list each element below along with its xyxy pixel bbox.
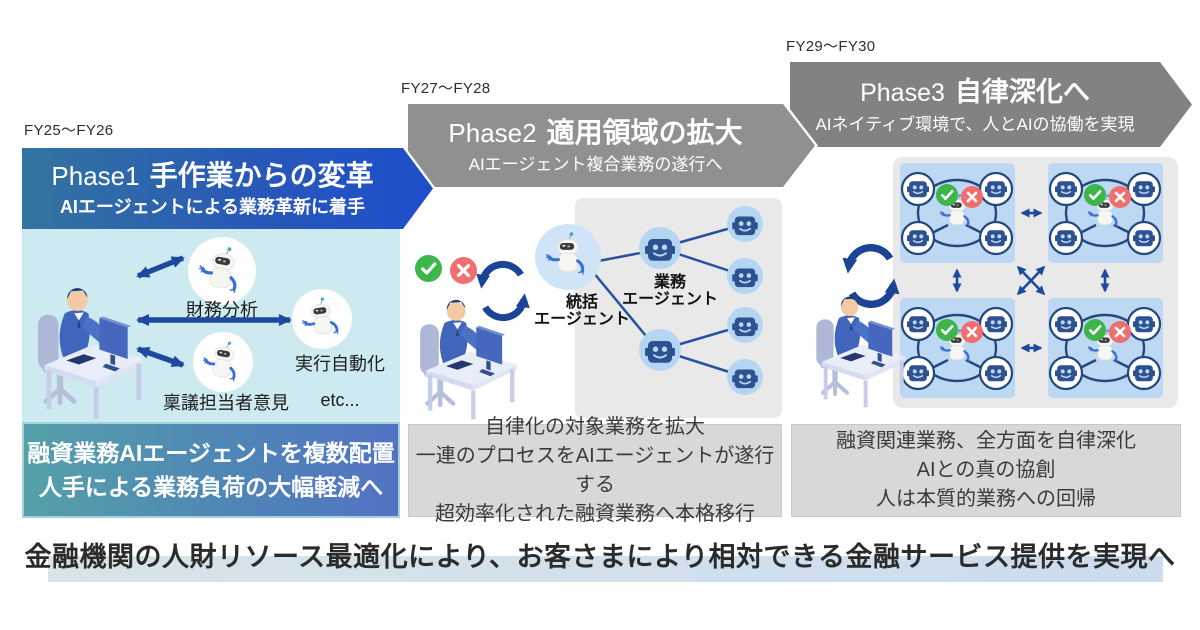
phase3-summary-box: 融資関連業務、全方面を自律深化 AIとの真の協創 人は本質的業務への回帰 (791, 424, 1181, 517)
phase3-summary-line2: AIとの真の協創 (916, 459, 1056, 481)
cycle-arrows-icon (849, 248, 894, 305)
phase2-banner: Phase2 適用領域の拡大 AIエージェント複合業務の遂行へ (408, 104, 815, 187)
fy-range-phase2: FY27〜FY28 (401, 80, 491, 97)
phase3-banner-title: Phase3 自律深化へ (860, 73, 1090, 112)
phase1-title: 手作業からの変革 (149, 160, 374, 191)
robot-face-icon (645, 340, 675, 364)
phase2-summary-line1: 自律化の対象業務を拡大 (485, 415, 705, 438)
phase3-summary-line1: 融資関連業務、全方面を自律深化 (836, 430, 1136, 452)
phase1-subtitle: AIエージェントによる業務革新に着手 (59, 197, 366, 217)
double-arrow-icon (136, 346, 185, 368)
phase2-subtitle: AIエージェント複合業務の遂行へ (468, 155, 723, 174)
worker-agents-panel (575, 198, 782, 418)
phase3-title: 自律深化へ (954, 76, 1090, 107)
phase2-label: Phase2 (448, 118, 537, 148)
robot-face-icon (732, 316, 758, 337)
robot-face-icon (732, 368, 758, 389)
cycle-arrows-icon (482, 264, 524, 317)
worker-agents-label: 業務 エージェント (622, 274, 718, 308)
phase1-illustration-panel: 財務分析 実行自動化 稟議担当者意見 etc... (22, 229, 400, 422)
phase3-summary-line3: 人は本質的業務への回帰 (876, 488, 1096, 510)
phase2-summary-line2: 一連のプロセスをAIエージェントが遂行する (415, 444, 775, 496)
phase3-subtitle: AIネイティブ環境で、人とAIの協働を実現 (815, 114, 1135, 134)
coordinator-agent-label: 統括 エージェント (534, 294, 630, 328)
phase2-illustration (415, 198, 782, 424)
check-icon (415, 255, 442, 282)
phase1-summary-box: 融資業務AIエージェントを複数配置 人手による業務負荷の大幅軽減へ (22, 422, 400, 518)
phase2-title: 適用領域の拡大 (546, 117, 743, 148)
phase1-label: Phase1 (51, 161, 140, 191)
phase3-banner: Phase3 自律深化へ AIネイティブ環境で、人とAIの協働を実現 (790, 62, 1192, 147)
double-arrow-icon (136, 255, 185, 279)
robot-face-icon (732, 215, 758, 236)
phase3-label: Phase3 (860, 78, 945, 107)
double-arrow-icon (1016, 265, 1046, 296)
agent-label-automation: 実行自動化 (295, 354, 385, 374)
robot-face-icon (645, 238, 675, 262)
phase3-illustration (785, 157, 1178, 424)
phase1-illustration (22, 237, 352, 422)
person-desk-icon (816, 297, 905, 408)
agent-label-finance: 財務分析 (186, 300, 258, 320)
phase1-banner-title: Phase1 手作業からの変革 (51, 157, 373, 195)
fy-range-phase3: FY29〜FY30 (786, 38, 876, 55)
phase2-illustration-panel: 統括 エージェント 業務 エージェント (408, 190, 782, 424)
cross-icon (450, 257, 477, 284)
footer-highlight-band (48, 556, 1163, 582)
robot-face-icon (732, 267, 758, 288)
phase3-illustration-panel (785, 150, 1185, 424)
phase2-summary-box: 自律化の対象業務を拡大 一連のプロセスをAIエージェントが遂行する 超効率化され… (408, 416, 782, 525)
phase2-banner-title: Phase2 適用領域の拡大 (448, 114, 742, 152)
phase1-banner: Phase1 手作業からの変革 AIエージェントによる業務革新に着手 (22, 148, 433, 229)
footer-message: 金融機関の人財リソース最適化により、お客さまにより相対できる金融サービス提供を実… (24, 542, 1176, 572)
agent-label-approval: 稟議担当者意見 (163, 393, 289, 413)
fy-range-phase1: FY25〜FY26 (24, 122, 114, 139)
phase2-summary-line3: 超効率化された融資業務へ本格移行 (435, 502, 755, 525)
person-desk-icon (38, 288, 143, 419)
agent-label-etc: etc... (320, 390, 360, 410)
phase1-summary-line2: 人手による業務負荷の大幅軽減へ (38, 474, 384, 500)
phase1-summary-line1: 融資業務AIエージェントを複数配置 (27, 440, 395, 466)
